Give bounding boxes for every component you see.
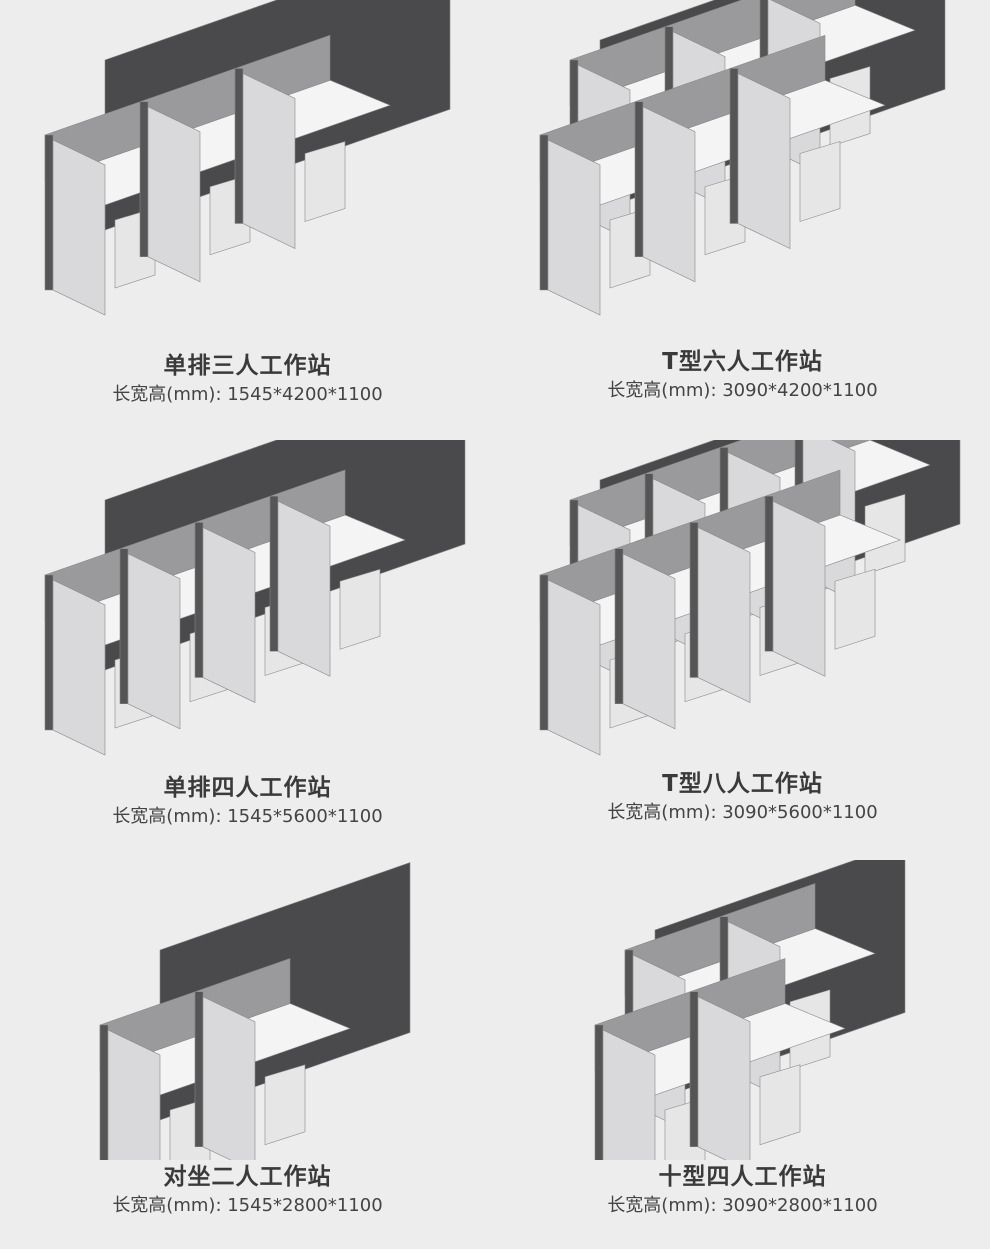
panel-edge: [594, 1024, 604, 1160]
product-spec: 长宽高(mm): 3090*4200*1100: [607, 380, 878, 401]
product-image: [539, 0, 946, 316]
product-card[interactable]: T型六人工作站 长宽高(mm): 3090*4200*1100: [495, 0, 990, 420]
product-spec: 长宽高(mm): 1545*2800*1100: [112, 1195, 383, 1216]
panel-edge: [539, 574, 549, 731]
panel-edge: [539, 134, 549, 291]
panel-edge: [44, 134, 54, 291]
side-panel: [107, 1029, 161, 1160]
product-name: T型六人工作站: [662, 349, 823, 375]
product-spec: 长宽高(mm): 1545*4200*1100: [112, 384, 383, 405]
product-spec: 长宽高(mm): 3090*2800*1100: [607, 1195, 878, 1216]
panel-edge: [614, 548, 624, 705]
side-panel: [202, 996, 256, 1160]
side-panel: [202, 527, 256, 703]
side-panel: [622, 553, 676, 730]
panel-edge: [764, 495, 774, 652]
product-name: 十型四人工作站: [658, 1164, 827, 1190]
drawer-pedestal: [304, 141, 346, 222]
product-card[interactable]: 十型四人工作站 长宽高(mm): 3090*2800*1100: [495, 860, 990, 1249]
side-panel: [547, 579, 601, 756]
product-image: [539, 440, 961, 756]
product-card[interactable]: 对坐二人工作站 长宽高(mm): 1545*2800*1100: [0, 860, 495, 1249]
side-panel: [52, 139, 106, 316]
panel-edge: [139, 101, 149, 258]
drawer-pedestal: [799, 141, 841, 222]
drawer-pedestal: [264, 1064, 306, 1146]
panel-edge: [44, 574, 54, 731]
drawer-pedestal: [834, 568, 876, 650]
drawer-pedestal: [339, 568, 381, 650]
panel-edge: [194, 522, 204, 678]
side-panel: [697, 996, 751, 1160]
product-name: 单排三人工作站: [163, 353, 332, 379]
product-card[interactable]: T型八人工作站 长宽高(mm): 3090*5600*1100: [495, 440, 990, 860]
panel-edge: [689, 991, 699, 1148]
side-panel: [242, 73, 296, 249]
panel-edge: [689, 522, 699, 678]
product-spec: 长宽高(mm): 3090*5600*1100: [607, 802, 878, 823]
side-panel: [602, 1029, 656, 1160]
product-name: T型八人工作站: [662, 771, 823, 797]
panel-edge: [234, 68, 244, 224]
panel-edge: [729, 68, 739, 224]
side-panel: [697, 527, 751, 703]
panel-edge: [119, 548, 129, 705]
drawer-pedestal: [759, 1064, 801, 1146]
product-spec: 长宽高(mm): 1545*5600*1100: [112, 806, 383, 827]
side-panel: [127, 553, 181, 730]
side-panel: [737, 73, 791, 249]
side-panel: [642, 106, 696, 283]
product-name: 对坐二人工作站: [163, 1164, 332, 1190]
panel-edge: [99, 1024, 109, 1160]
product-image: [99, 862, 411, 1160]
panel-edge: [634, 101, 644, 258]
side-panel: [147, 106, 201, 283]
product-card[interactable]: 单排四人工作站 长宽高(mm): 1545*5600*1100: [0, 440, 495, 860]
side-panel: [772, 500, 826, 677]
panel-edge: [194, 991, 204, 1148]
product-image: [44, 440, 466, 756]
side-panel: [547, 139, 601, 316]
side-panel: [52, 579, 106, 756]
product-image: [594, 860, 906, 1160]
panel-edge: [269, 495, 279, 652]
product-name: 单排四人工作站: [163, 775, 332, 801]
product-image: [44, 0, 451, 316]
side-panel: [277, 500, 331, 677]
product-card[interactable]: 单排三人工作站 长宽高(mm): 1545*4200*1100: [0, 0, 495, 420]
